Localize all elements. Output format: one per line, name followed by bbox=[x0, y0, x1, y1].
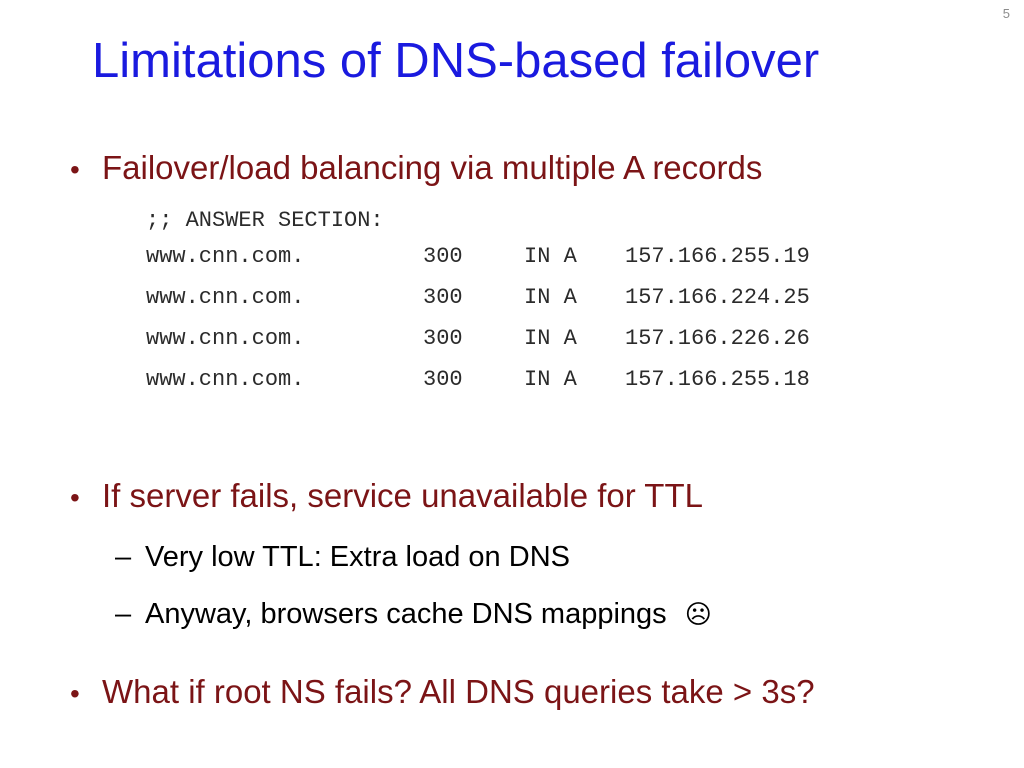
sub-bullet-text: Anyway, browsers cache DNS mappings bbox=[145, 598, 667, 630]
sub-bullet-dash: – bbox=[115, 598, 132, 630]
sub-bullet-text: Very low TTL: Extra load on DNS bbox=[145, 541, 570, 573]
dns-record-name: www.cnn.com. bbox=[146, 244, 305, 269]
dns-record-class-type: IN A bbox=[524, 326, 577, 351]
bullet-multiple-a-records: • Failover/load balancing via multiple A… bbox=[70, 148, 762, 188]
bullet-dot: • bbox=[70, 482, 80, 513]
dns-record-ttl: 300 bbox=[423, 285, 463, 310]
bullet-root-ns-fails: • What if root NS fails? All DNS queries… bbox=[70, 672, 815, 712]
dns-record-address: 157.166.255.18 bbox=[625, 367, 810, 392]
dns-answer-header: ;; ANSWER SECTION: bbox=[146, 208, 384, 233]
dns-record-ttl: 300 bbox=[423, 326, 463, 351]
bullet-dot: • bbox=[70, 678, 80, 709]
sub-bullet-browser-cache: – Anyway, browsers cache DNS mappings ☹ bbox=[115, 597, 712, 632]
dns-record-name: www.cnn.com. bbox=[146, 367, 305, 392]
slide-number: 5 bbox=[1002, 6, 1010, 21]
dns-record-name: www.cnn.com. bbox=[146, 326, 305, 351]
slide-title: Limitations of DNS-based failover bbox=[92, 34, 820, 88]
bullet-text: What if root NS fails? All DNS queries t… bbox=[102, 673, 815, 710]
sub-bullet-dash: – bbox=[115, 541, 132, 573]
bullet-server-fails-ttl: • If server fails, service unavailable f… bbox=[70, 476, 703, 516]
sad-face-icon: ☹ bbox=[684, 600, 712, 630]
dns-answer-listing: ;; ANSWER SECTION: www.cnn.com. 300 IN A… bbox=[146, 206, 810, 400]
dns-record-class-type: IN A bbox=[524, 367, 577, 392]
dns-record-ttl: 300 bbox=[423, 367, 463, 392]
bullet-text: Failover/load balancing via multiple A r… bbox=[102, 149, 763, 186]
dns-record-class-type: IN A bbox=[524, 244, 577, 269]
dns-record-address: 157.166.224.25 bbox=[625, 285, 810, 310]
dns-record-class-type: IN A bbox=[524, 285, 577, 310]
dns-record-row: www.cnn.com. 300 IN A 157.166.255.19 bbox=[146, 236, 810, 277]
dns-record-row: www.cnn.com. 300 IN A 157.166.224.25 bbox=[146, 277, 810, 318]
dns-record-ttl: 300 bbox=[423, 244, 463, 269]
dns-record-row: www.cnn.com. 300 IN A 157.166.255.18 bbox=[146, 359, 810, 400]
sub-bullet-low-ttl: – Very low TTL: Extra load on DNS bbox=[115, 540, 570, 575]
bullet-text: If server fails, service unavailable for… bbox=[102, 477, 703, 514]
dns-record-name: www.cnn.com. bbox=[146, 285, 305, 310]
dns-record-address: 157.166.255.19 bbox=[625, 244, 810, 269]
dns-record-address: 157.166.226.26 bbox=[625, 326, 810, 351]
bullet-dot: • bbox=[70, 154, 80, 185]
dns-record-row: www.cnn.com. 300 IN A 157.166.226.26 bbox=[146, 318, 810, 359]
